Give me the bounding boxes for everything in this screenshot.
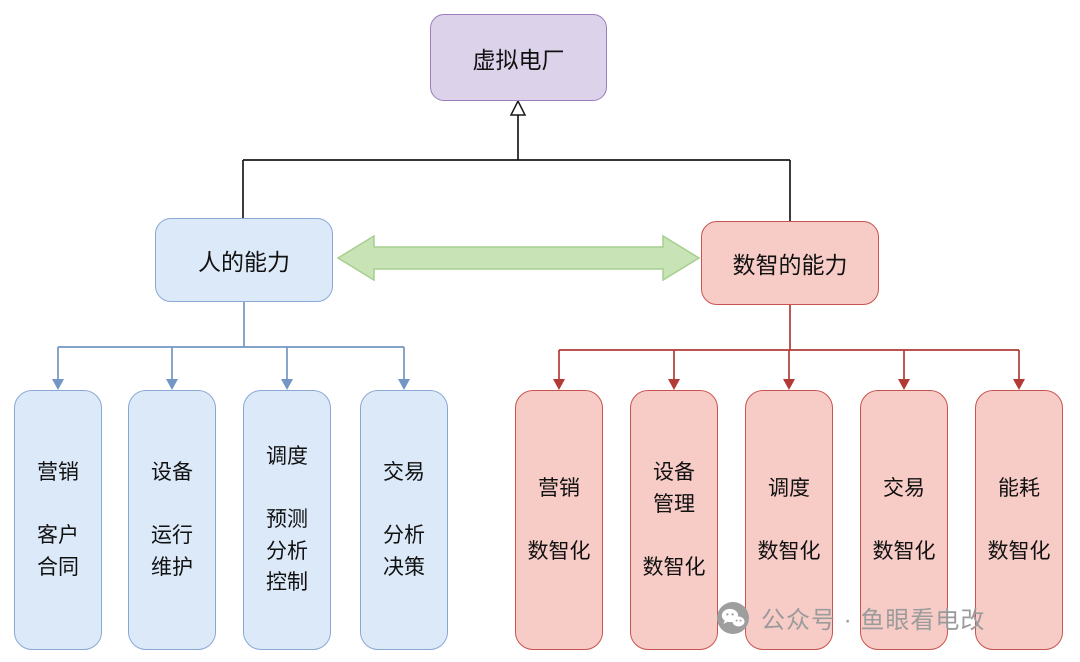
down-arrowhead-icon: [166, 379, 178, 390]
leaf-trade-decision: 交易 分析 决策: [360, 390, 448, 650]
right-subtree-lines: [558, 305, 1020, 380]
leaf-equipment-operation: 设备 运行 维护: [128, 390, 216, 650]
left-subtree-lines: [57, 302, 405, 380]
node-digital-capability: 数智的能力: [701, 221, 879, 305]
watermark: 公众号 · 鱼眼看电改: [716, 600, 985, 635]
down-arrowhead-icon: [398, 379, 410, 390]
leaf-equipment-digital: 设备 管理 数智化: [630, 390, 718, 650]
down-arrowhead-icon: [783, 379, 795, 390]
node-virtual-power-plant: 虚拟电厂: [430, 14, 607, 101]
down-arrowhead-icon: [1013, 379, 1025, 390]
root-tree-line: [242, 113, 791, 221]
leaf-marketing-digital: 营销 数智化: [515, 390, 603, 650]
leaf-dispatch-digital: 调度 数智化: [745, 390, 833, 650]
down-arrowhead-icon: [898, 379, 910, 390]
down-arrowhead-icon: [281, 379, 293, 390]
node-human-capability: 人的能力: [155, 218, 333, 302]
bidirectional-arrow-icon: [336, 234, 701, 282]
leaf-trade-digital: 交易 数智化: [860, 390, 948, 650]
down-arrowhead-icon: [52, 379, 64, 390]
leaf-energy-digital: 能耗 数智化: [975, 390, 1063, 650]
watermark-text: 公众号 · 鱼眼看电改: [761, 607, 986, 634]
up-open-arrowhead-icon: [509, 99, 527, 116]
down-arrowhead-icon: [553, 379, 565, 390]
down-arrowhead-icon: [668, 379, 680, 390]
leaf-marketing-contract: 营销 客户 合同: [14, 390, 102, 650]
wechat-icon: [716, 601, 750, 635]
leaf-dispatch-forecast: 调度 预测 分析 控制: [243, 390, 331, 650]
